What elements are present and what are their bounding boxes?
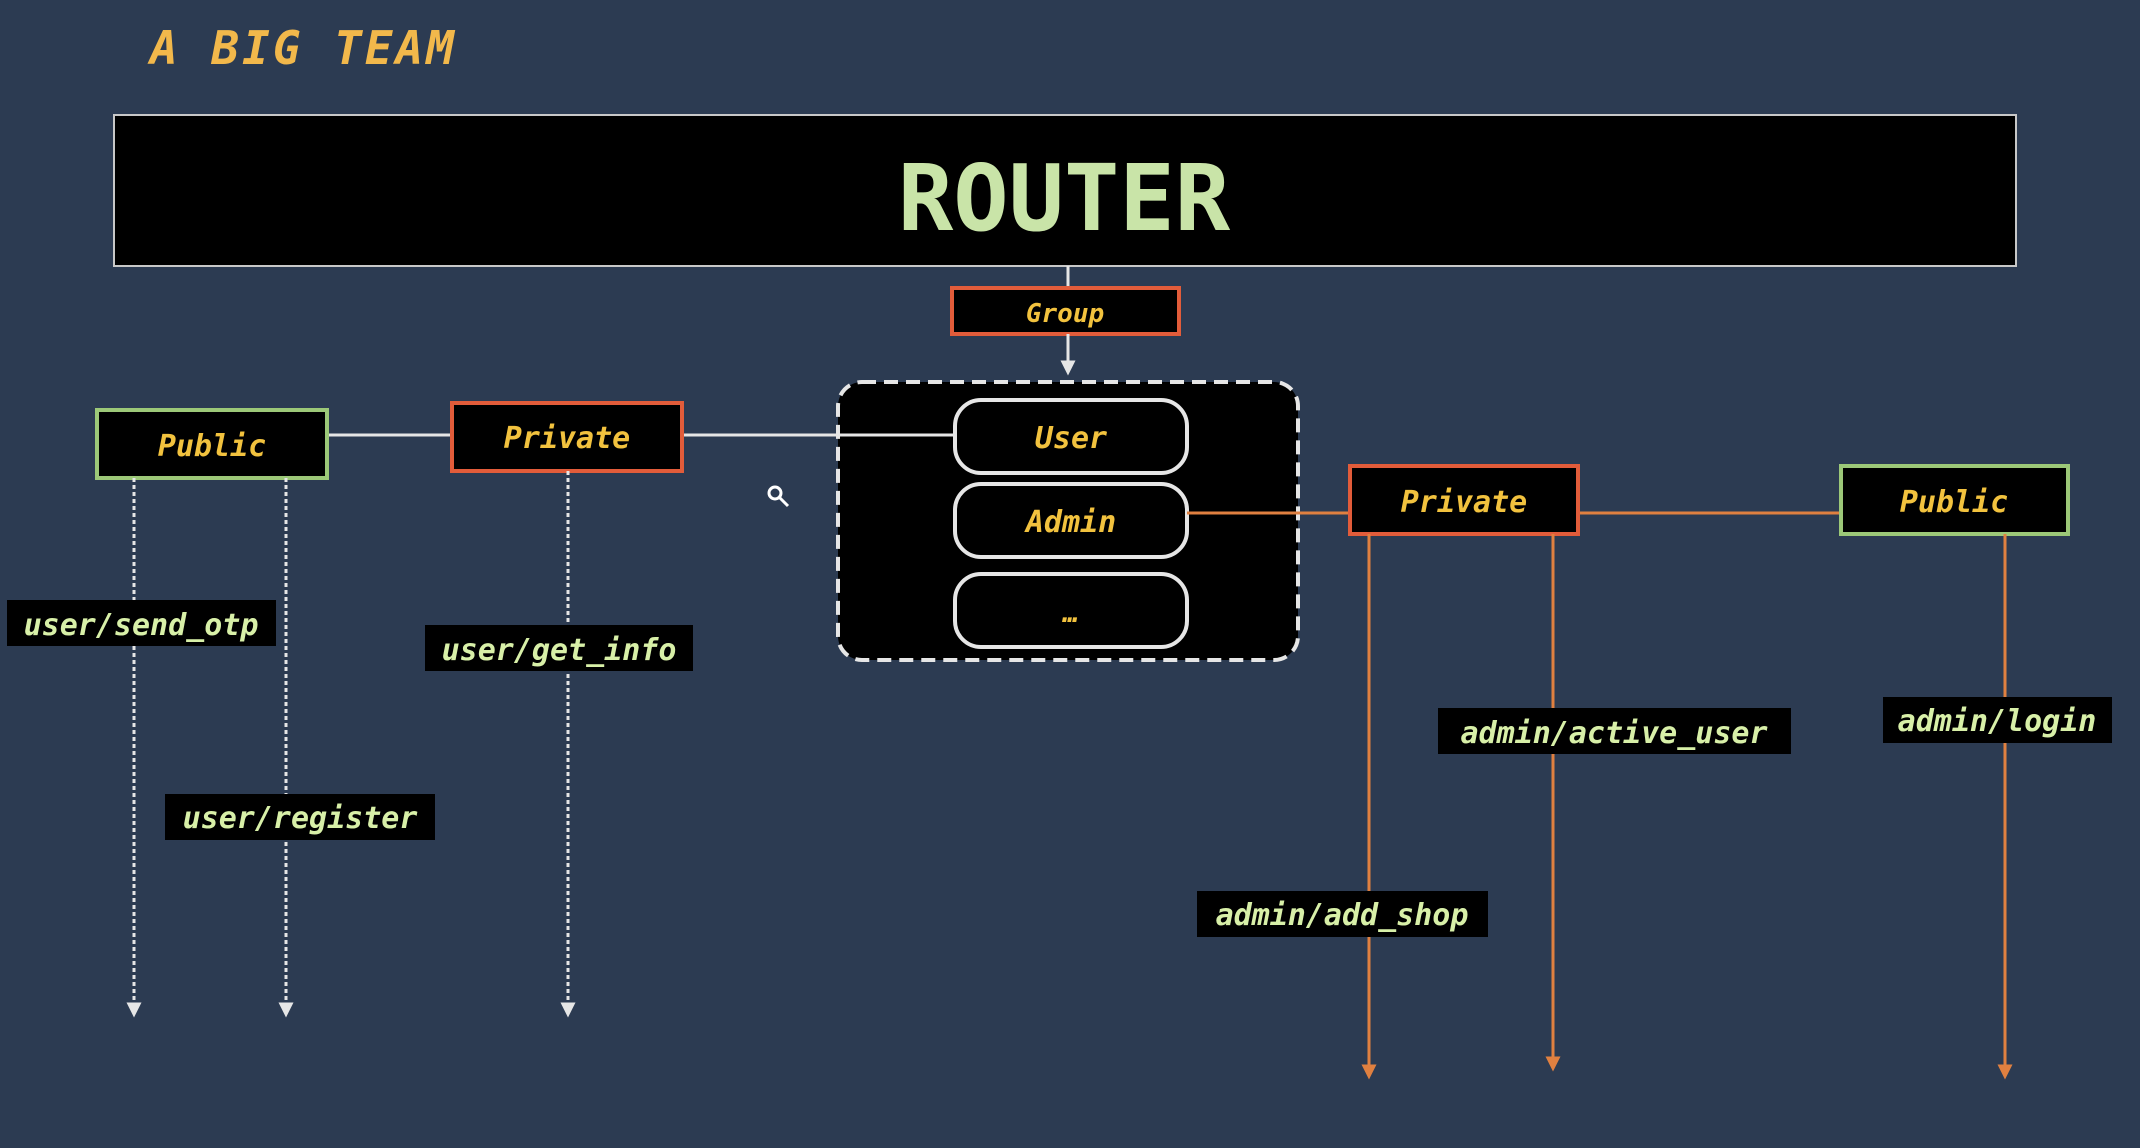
router-label: ROUTER [898, 145, 1231, 252]
left-public-label: Public [158, 429, 266, 464]
route-get-info: user/get_info [425, 625, 693, 671]
left-private-label: Private [504, 421, 630, 456]
route-send-otp-label: user/send_otp [24, 608, 259, 643]
left-public-box: Public [95, 408, 329, 480]
group-box: Group [950, 286, 1181, 336]
route-register-label: user/register [183, 801, 418, 836]
route-login: admin/login [1883, 697, 2112, 743]
module-admin: Admin [953, 482, 1189, 559]
module-admin-label: Admin [1024, 505, 1116, 540]
right-public-label: Public [1900, 485, 2008, 520]
route-get-info-label: user/get_info [442, 633, 677, 668]
right-public-box: Public [1839, 464, 2070, 536]
right-private-box: Private [1348, 464, 1580, 536]
route-login-label: admin/login [1898, 704, 2097, 739]
route-active-user: admin/active_user [1438, 708, 1791, 754]
right-private-label: Private [1401, 485, 1527, 520]
module-more-label: … [1061, 599, 1079, 629]
mouse-cursor-icon [767, 485, 790, 508]
route-register: user/register [165, 794, 435, 840]
diagram-heading: A BIG TEAM [147, 21, 457, 75]
route-active-user-label: admin/active_user [1460, 716, 1767, 751]
route-add-shop-label: admin/add_shop [1216, 898, 1469, 933]
group-label: Group [1026, 299, 1104, 329]
module-user: User [953, 398, 1189, 475]
module-more: … [953, 572, 1189, 649]
route-add-shop: admin/add_shop [1197, 891, 1488, 937]
left-private-box: Private [450, 401, 684, 473]
router-block: ROUTER [113, 114, 2017, 267]
module-user-label: User [1035, 421, 1107, 456]
route-send-otp: user/send_otp [7, 600, 276, 646]
